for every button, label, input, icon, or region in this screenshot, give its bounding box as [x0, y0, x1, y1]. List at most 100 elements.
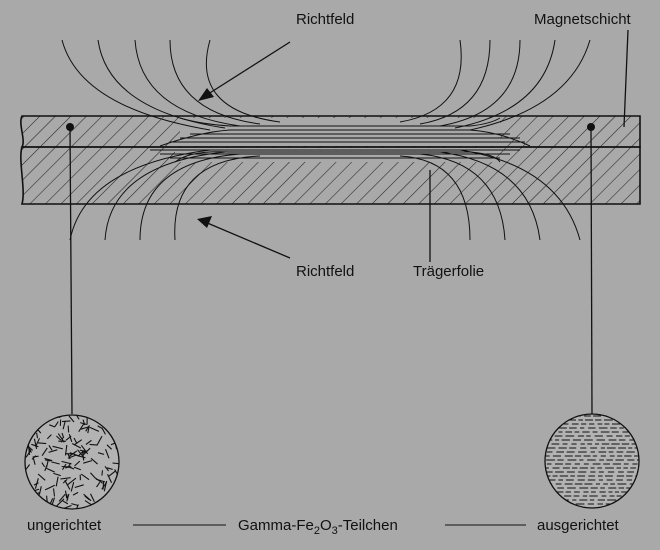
random-particle: [36, 432, 39, 439]
random-particle: [74, 484, 84, 489]
field-lines-bottom: [69, 149, 581, 241]
random-particle: [62, 420, 71, 423]
random-particle: [97, 452, 105, 455]
leader-right: [590, 126, 593, 415]
random-particle: [57, 433, 65, 443]
random-particle: [80, 444, 89, 455]
random-particle: [54, 421, 59, 427]
random-particle: [31, 443, 39, 448]
random-particle: [114, 420, 119, 424]
random-particle: [112, 462, 119, 465]
random-particle: [100, 505, 107, 509]
random-particle: [102, 501, 107, 509]
random-particle: [60, 437, 64, 443]
particles-suffix: -Teilchen: [337, 517, 398, 534]
random-particle: [25, 424, 30, 433]
random-particle: [101, 427, 106, 435]
random-particle: [80, 422, 87, 426]
random-particle: [64, 444, 68, 456]
random-particle: [27, 443, 31, 455]
random-particle: [113, 489, 119, 492]
random-particle: [41, 447, 48, 457]
random-particle: [28, 497, 35, 500]
random-particle: [113, 415, 119, 417]
random-particle: [64, 504, 72, 509]
random-particle: [82, 450, 88, 454]
random-particle: [71, 443, 82, 449]
field-band-top: [159, 117, 531, 147]
random-particle: [60, 477, 71, 480]
random-particle: [97, 425, 103, 429]
random-particle: [62, 420, 66, 430]
random-particle: [51, 461, 60, 465]
random-particle: [80, 473, 90, 481]
random-particle: [95, 478, 106, 483]
random-particle: [31, 455, 37, 460]
random-particle: [74, 460, 81, 467]
random-particle: [101, 470, 104, 476]
random-particle: [72, 491, 79, 496]
random-particle: [106, 444, 112, 450]
random-particle: [84, 495, 90, 501]
random-particle: [44, 465, 48, 472]
random-particle: [46, 467, 56, 473]
arrow-richtfeld-bottom: [197, 216, 291, 259]
random-particle: [107, 474, 113, 484]
random-particle: [90, 457, 98, 465]
random-particle: [41, 462, 46, 468]
random-particle: [68, 434, 73, 443]
random-particle: [81, 450, 85, 461]
random-particle: [61, 465, 72, 468]
label-richtfeld-top: Richtfeld: [296, 11, 355, 28]
particles-prefix: Gamma-Fe: [238, 517, 314, 534]
random-particle: [28, 425, 36, 430]
random-particle: [115, 506, 119, 509]
random-particle: [73, 439, 83, 446]
random-particle: [78, 449, 86, 457]
random-particle: [37, 473, 46, 481]
random-particle: [89, 472, 96, 479]
label-particles: Gamma-Fe2O3-Teilchen: [238, 517, 398, 537]
random-particle: [49, 424, 56, 428]
label-magnetschicht: Magnetschicht: [534, 11, 631, 28]
random-particle: [66, 494, 69, 500]
unaligned-particles-circle: [24, 414, 120, 510]
random-particle: [108, 470, 117, 477]
random-particle: [53, 472, 61, 477]
random-particle: [44, 459, 51, 462]
random-particle: [62, 500, 69, 505]
random-particle: [35, 417, 47, 421]
random-particle: [56, 435, 62, 441]
random-particle: [78, 423, 85, 432]
random-particle: [70, 482, 75, 492]
random-particle: [68, 450, 78, 457]
random-particle: [55, 476, 59, 487]
random-particle: [58, 494, 66, 502]
random-particle: [35, 438, 40, 447]
random-particle: [65, 435, 72, 441]
random-particle: [67, 462, 72, 469]
label-richtfeld-bottom: Richtfeld: [296, 263, 355, 280]
random-particle: [74, 415, 80, 420]
leader-left: [69, 126, 73, 415]
random-particle: [101, 481, 108, 490]
random-particle: [104, 449, 110, 459]
random-particle: [24, 458, 25, 463]
random-particle: [71, 503, 79, 507]
random-particle: [25, 504, 27, 509]
random-particle: [46, 434, 52, 440]
random-particle: [48, 449, 58, 453]
random-particle: [112, 415, 118, 418]
random-particle: [109, 493, 117, 501]
random-particle: [56, 498, 65, 507]
random-particle: [68, 415, 75, 423]
random-particle: [89, 426, 100, 432]
random-particle: [85, 439, 92, 445]
field-band-bottom: [150, 148, 520, 163]
random-particle: [73, 504, 79, 509]
random-particle: [64, 490, 68, 499]
random-particle: [51, 497, 56, 505]
random-particle: [88, 415, 96, 418]
